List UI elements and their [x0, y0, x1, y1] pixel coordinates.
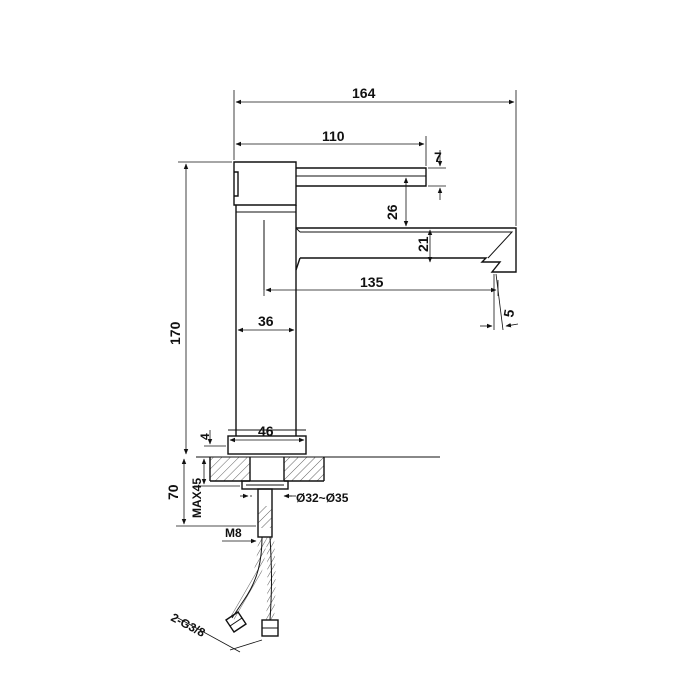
dim-spout-height: 21: [415, 229, 433, 263]
dim-stud-thread: M8: [222, 526, 257, 544]
dim-handle-to-spout: 26: [384, 177, 409, 227]
svg-text:46: 46: [258, 423, 274, 439]
svg-text:170: 170: [167, 321, 183, 345]
dim-base-diameter: 46: [229, 423, 305, 443]
svg-text:MAX45: MAX45: [190, 478, 204, 518]
dim-total-height: 170: [167, 161, 232, 455]
svg-text:70: 70: [165, 484, 181, 500]
dim-handle-reach: 110: [235, 128, 427, 166]
dim-body-diameter: 36: [237, 313, 295, 333]
svg-text:M8: M8: [225, 526, 242, 540]
hose-connector-right: [261, 619, 279, 637]
dim-hole-diameter: Ø32~Ø35: [240, 491, 349, 505]
dim-spout-reach: 135: [263, 274, 499, 296]
dim-counter-max: MAX45: [190, 458, 240, 518]
svg-text:Ø32~Ø35: Ø32~Ø35: [296, 491, 349, 505]
supply-hoses: [225, 536, 279, 637]
svg-text:36: 36: [258, 313, 274, 329]
svg-text:110: 110: [322, 128, 345, 144]
svg-text:4: 4: [198, 433, 212, 440]
svg-text:7: 7: [434, 149, 442, 165]
svg-text:26: 26: [384, 204, 400, 220]
dim-base-plate: 4: [198, 430, 226, 447]
svg-text:2-G3/8: 2-G3/8: [169, 610, 208, 640]
countertop-section: [196, 456, 440, 490]
svg-text:135: 135: [360, 274, 384, 290]
dim-overall-width: 164: [233, 85, 517, 226]
dim-handle-thickness: 7: [428, 149, 446, 200]
faucet-body: [227, 161, 517, 455]
svg-text:164: 164: [352, 85, 376, 101]
svg-text:5: 5: [500, 308, 517, 319]
dim-hose-connection: 2-G3/8: [169, 610, 263, 653]
svg-text:21: 21: [415, 236, 431, 252]
mounting-stud: [257, 488, 273, 538]
dim-spout-angle: 5: [480, 273, 519, 331]
dim-below-counter: 70: [165, 458, 256, 527]
hose-connector-left: [225, 611, 247, 633]
